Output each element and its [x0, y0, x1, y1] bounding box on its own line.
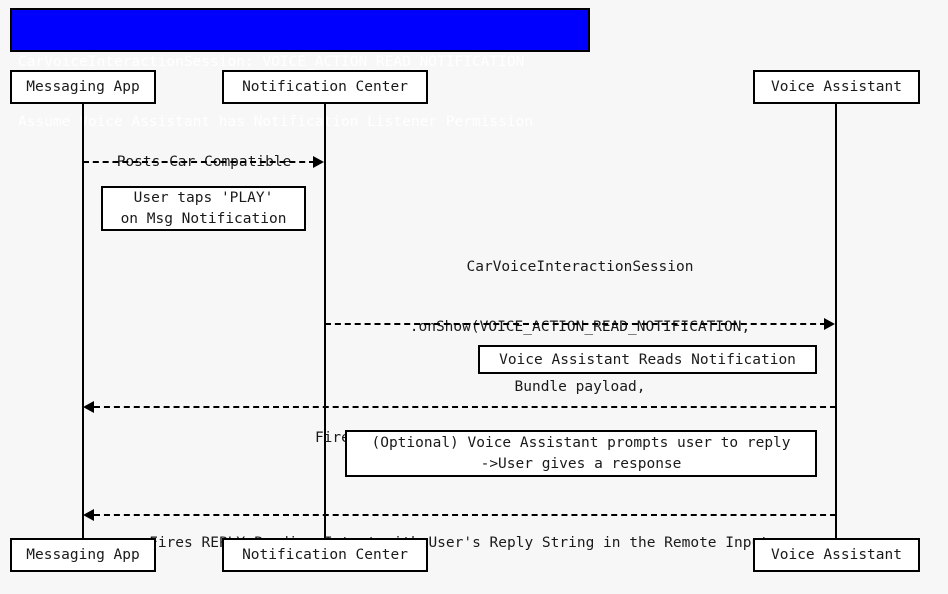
message-label-line-1: Fires REPLY Pending Intent with User's R… [149, 535, 769, 551]
message-arrowhead-posts-car-compatible-notification [313, 156, 324, 168]
participant-label: Voice Assistant [771, 79, 902, 95]
lifeline-voice-assistant [835, 103, 837, 538]
participant-header-messaging-app[interactable]: Messaging App [10, 70, 156, 104]
lifeline-notification-center [324, 103, 326, 538]
lifeline-messaging-app [82, 103, 84, 538]
note-user-taps-play: User taps 'PLAY' on Msg Notification [101, 186, 306, 231]
diagram-title-box: CarVoiceInteractionSession: VOICE_ACTION… [10, 8, 590, 130]
diagram-title-line-1: CarVoiceInteractionSession: VOICE_ACTION… [18, 54, 525, 70]
note-line-1: User taps 'PLAY' [133, 190, 274, 206]
message-label-line-3: Bundle payload, [514, 379, 646, 395]
message-label-line-2: .onShow(VOICE_ACTION_READ_NOTIFICATION, [409, 319, 751, 335]
participant-footer-voice-assistant[interactable]: Voice Assistant [753, 538, 920, 572]
participant-label: Notification Center [242, 79, 408, 95]
message-arrow-posts-car-compatible-notification [83, 161, 315, 163]
diagram-title-line-2: Assume Voice Assistant has Notification … [18, 114, 534, 130]
participant-header-voice-assistant[interactable]: Voice Assistant [753, 70, 920, 104]
message-label-reply-pending-intent: Fires REPLY Pending Intent with User's R… [83, 493, 835, 593]
participant-label: Voice Assistant [771, 547, 902, 563]
note-line-1: (Optional) Voice Assistant prompts user … [371, 435, 791, 451]
message-label-line-1: CarVoiceInteractionSession [466, 259, 694, 275]
note-line-2: on Msg Notification [120, 211, 287, 227]
message-arrowhead-mark-as-read [83, 401, 94, 413]
note-line-2: ->User gives a response [480, 456, 682, 472]
participant-label: Messaging App [26, 547, 140, 563]
message-arrow-on-show [325, 323, 826, 325]
participant-footer-messaging-app[interactable]: Messaging App [10, 538, 156, 572]
participant-label: Notification Center [242, 547, 408, 563]
participant-footer-notification-center[interactable]: Notification Center [222, 538, 428, 572]
message-arrowhead-on-show [824, 318, 835, 330]
participant-header-notification-center[interactable]: Notification Center [222, 70, 428, 104]
message-arrow-mark-as-read [94, 406, 836, 408]
note-line-1: Voice Assistant Reads Notification [499, 351, 796, 368]
note-optional-prompt-reply: (Optional) Voice Assistant prompts user … [345, 430, 817, 477]
participant-label: Messaging App [26, 79, 140, 95]
message-arrowhead-reply-pending-intent [83, 509, 94, 521]
message-arrow-reply-pending-intent [94, 514, 836, 516]
note-voice-assistant-reads: Voice Assistant Reads Notification [478, 345, 817, 374]
